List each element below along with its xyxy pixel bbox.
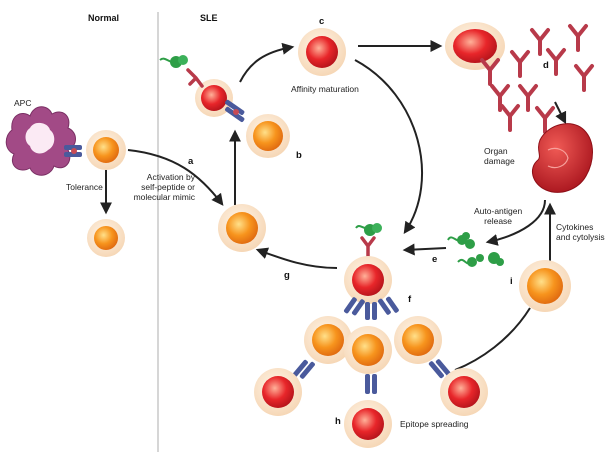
spread-b-cell-left — [262, 376, 294, 408]
letter-b: b — [296, 150, 302, 161]
helper-t-cell-b — [253, 121, 283, 151]
letter-c: c — [319, 16, 325, 27]
label-autoantigen-release: Auto-antigen release — [474, 206, 523, 226]
antibody-on-central-cell — [360, 236, 376, 260]
label-affinity-maturation: Affinity maturation — [291, 84, 359, 94]
normal-t-cell — [93, 137, 119, 163]
header-sle: SLE — [200, 13, 218, 23]
arrow-activation-a — [127, 149, 224, 206]
apc-cell — [5, 106, 76, 176]
spread-t-cell-right — [402, 324, 434, 356]
tcr-b-contact — [225, 99, 245, 122]
naive-b-cell — [226, 212, 258, 244]
spread-t-cell-left — [312, 324, 344, 356]
label-apc: APC — [14, 98, 32, 108]
tolerant-cell — [94, 226, 118, 250]
tcr-links — [343, 296, 399, 320]
arrow-antibodies-to-kidney — [554, 101, 567, 125]
letter-g: g — [284, 270, 290, 281]
header-normal: Normal — [88, 13, 120, 23]
letter-e: e — [432, 254, 438, 265]
arrow-cycle-right — [354, 59, 424, 234]
antibody-cloud — [480, 24, 594, 134]
antibody-on-b-cell — [186, 68, 204, 88]
arrows — [100, 40, 567, 371]
central-b-cell — [352, 264, 384, 296]
kidney — [531, 123, 593, 193]
arrow-e — [402, 243, 447, 256]
letter-d: d — [543, 60, 549, 71]
label-cytokines: Cytokines and cytolysis — [556, 222, 605, 242]
plasma-cell — [453, 29, 497, 63]
letter-h: h — [335, 416, 341, 427]
letter-i: i — [510, 276, 513, 287]
spread-t-cell-center — [352, 334, 384, 366]
arrow-from-cell-i — [454, 307, 531, 371]
spread-b-cell-center — [352, 408, 384, 440]
apc-tcr-complex — [64, 145, 82, 157]
matured-b-cell — [306, 36, 338, 68]
activated-b-cell — [201, 85, 227, 111]
label-epitope-spreading: Epitope spreading — [400, 419, 469, 429]
arrow-g — [255, 247, 338, 269]
label-organ-damage: Organ damage — [484, 146, 515, 166]
kidney-detail — [547, 147, 569, 169]
spread-b-cell-right — [448, 376, 480, 408]
letter-f: f — [408, 294, 412, 305]
antigen-on-central-cell — [355, 223, 382, 236]
cytotoxic-t-cell — [527, 268, 563, 304]
arrow-b-to-c — [239, 42, 295, 83]
released-autoantigens — [447, 232, 504, 267]
antigen-on-b-cell — [159, 55, 188, 68]
label-tolerance: Tolerance — [66, 182, 103, 192]
letter-a: a — [188, 156, 194, 167]
label-activation: Activation by self-peptide or molecular … — [133, 172, 195, 202]
tcr-links-lower — [292, 359, 451, 394]
